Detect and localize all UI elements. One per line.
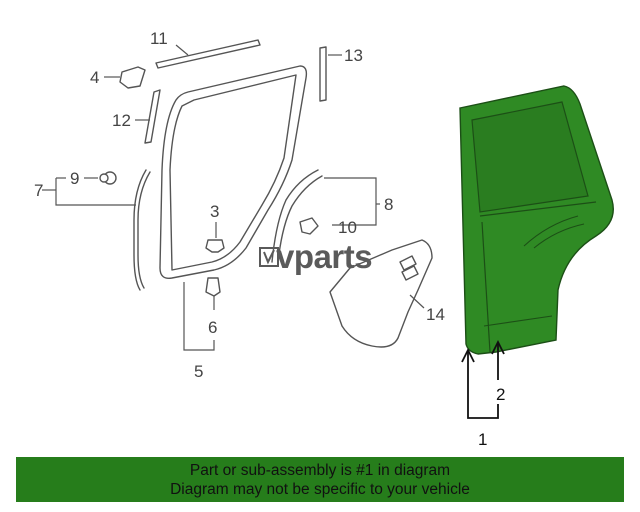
disclaimer-banner: Part or sub-assembly is #1 in diagram Di… <box>16 457 624 502</box>
callout-14: 14 <box>426 305 445 324</box>
callout-2: 2 <box>496 385 505 404</box>
part-12-molding <box>144 89 161 144</box>
callout-1: 1 <box>478 430 487 449</box>
callout-11: 11 <box>150 29 168 48</box>
callout-5: 5 <box>194 362 203 381</box>
parts-diagram: 11 4 12 13 7 9 3 6 5 8 10 14 <box>34 29 614 449</box>
part-6-fastener <box>205 277 221 297</box>
callout-3: 3 <box>210 202 219 221</box>
part-7-weatherstrip <box>133 169 147 291</box>
door-weatherstrip <box>159 65 308 279</box>
callout-13: 13 <box>344 46 363 65</box>
part-3-clip <box>205 239 225 253</box>
disclaimer-line-2: Diagram may not be specific to your vehi… <box>170 481 470 498</box>
part-11-belt-molding <box>155 39 261 69</box>
callout-4: 4 <box>90 68 99 87</box>
callout-6: 6 <box>208 318 217 337</box>
vparts-logo: vparts <box>259 238 373 275</box>
part-10-clip <box>299 217 319 235</box>
part-4-bracket <box>119 66 146 89</box>
callout-10: 10 <box>338 218 357 237</box>
callout-7: 7 <box>34 181 43 200</box>
part-14-cover <box>329 239 433 348</box>
callout-12: 12 <box>112 111 131 130</box>
vparts-wordmark: vparts <box>276 238 372 275</box>
callout-8: 8 <box>384 195 393 214</box>
part-13-trim <box>319 46 327 102</box>
part-1-door-shell <box>459 85 614 355</box>
disclaimer-line-1: Part or sub-assembly is #1 in diagram <box>189 462 451 479</box>
callout-9: 9 <box>70 169 79 188</box>
part-8-channel <box>271 169 319 263</box>
